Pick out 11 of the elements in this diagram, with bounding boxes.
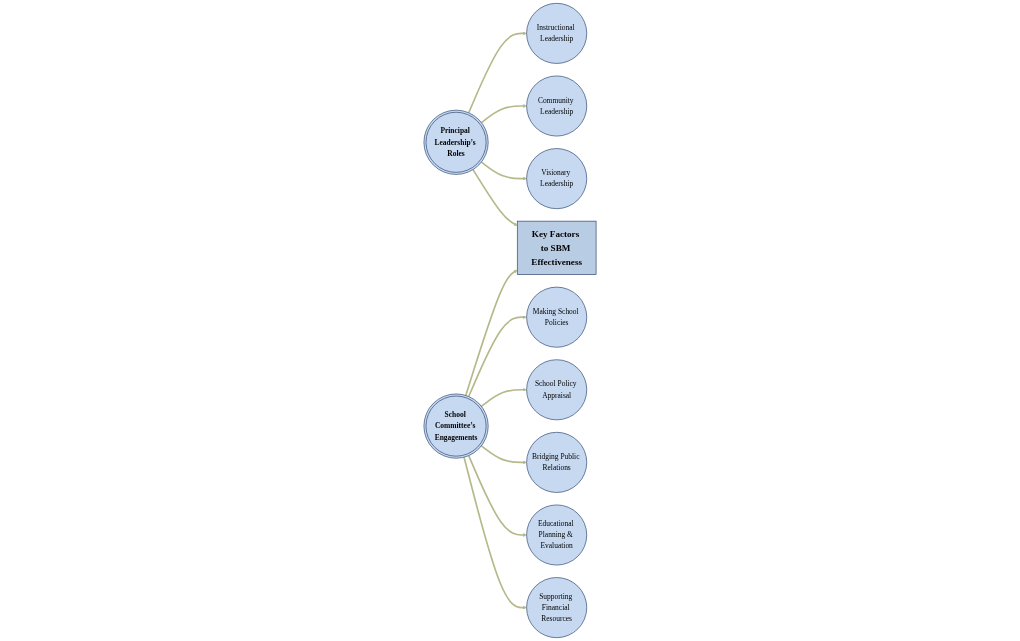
- arrow: [467, 454, 527, 537]
- arrow: [467, 315, 527, 398]
- arrow: [480, 104, 527, 124]
- arrow: [467, 31, 527, 114]
- arrow: [472, 168, 518, 226]
- arrow: [480, 161, 527, 181]
- arrow: [480, 445, 527, 465]
- arrow: [464, 270, 518, 397]
- node-box: Key Factors to SBM Effectiveness: [516, 220, 597, 275]
- arrow: [480, 387, 527, 408]
- arrow: [463, 456, 527, 610]
